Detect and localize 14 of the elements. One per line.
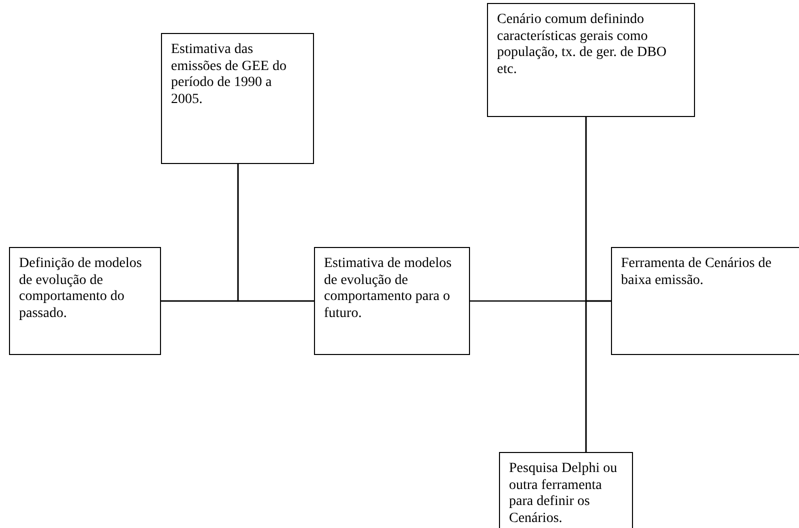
connector-line [237, 164, 314, 302]
box-text: Cenário comum definindo características gerais como população, tx. de ger. de DBO etc. [497, 12, 668, 78]
text-box [314, 247, 470, 355]
text-box [487, 3, 695, 117]
text-box [161, 33, 314, 164]
text-box [9, 247, 161, 355]
box-text: Ferramenta de Cenários de baixa emissão. [621, 256, 772, 289]
box-text: Pesquisa Delphi ou outra ferramenta para definir os Cenários. [509, 461, 618, 527]
box-text: Estimativa de modelos de evolução de comportamento para o futuro. [324, 256, 453, 322]
box-text: Definição de modelos de evolução de comportamento do passado. [19, 256, 143, 322]
box-text: Estimativa das emissões de GEE do período de 1990 a 2005. [171, 42, 288, 108]
connector-line [585, 300, 611, 452]
text-box [611, 247, 799, 355]
text-box [499, 452, 633, 528]
